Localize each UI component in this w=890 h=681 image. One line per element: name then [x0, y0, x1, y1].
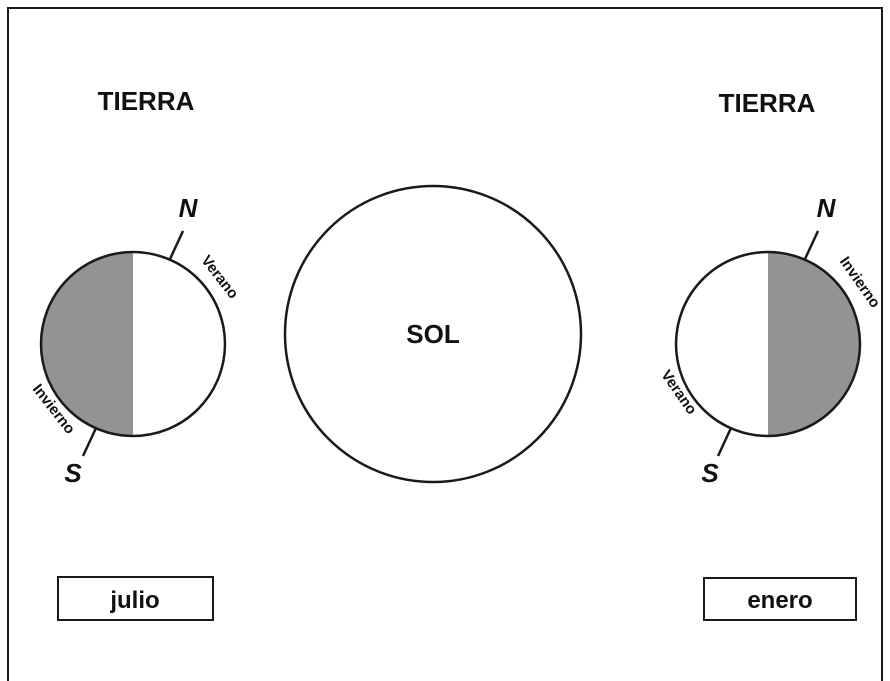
diagram-frame [7, 7, 883, 681]
left-earth-north-axis [168, 230, 185, 260]
right-earth [674, 230, 862, 457]
left-earth-title: TIERRA [98, 86, 195, 116]
right-month-box [703, 577, 857, 621]
right-earth-outline [674, 250, 862, 438]
sun-circle [283, 184, 583, 484]
right-earth-south-axis [716, 427, 733, 457]
left-earth-north-label: N [179, 193, 199, 223]
left-earth-south-axis [81, 427, 98, 457]
left-month-label: julio [109, 587, 159, 614]
right-earth-north-axis [803, 230, 820, 260]
left-earth-south-label: S [64, 458, 82, 488]
right-month-label: enero [747, 587, 812, 614]
left-month-box [57, 576, 214, 621]
right-earth-north-label: N [817, 193, 837, 223]
right-earth-night-side [768, 252, 860, 436]
sun-label: SOL [406, 319, 460, 349]
left-earth-outline [39, 250, 227, 438]
left-earth [39, 230, 227, 457]
right-earth-south-label: S [701, 458, 719, 488]
right-earth-title: TIERRA [719, 88, 816, 118]
